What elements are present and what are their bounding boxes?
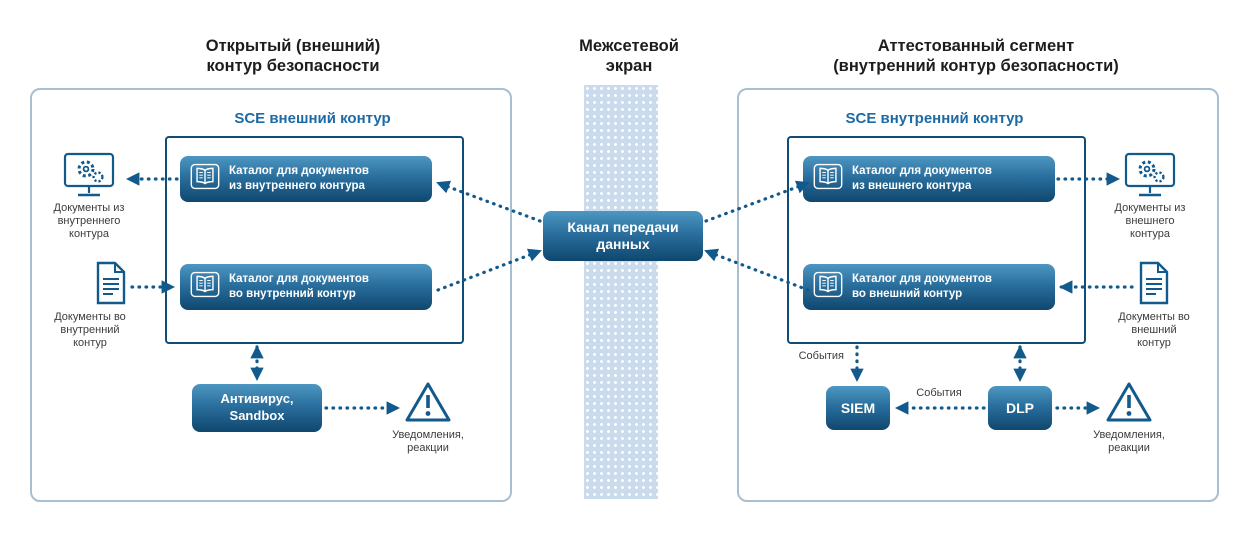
docs-from-external-label: Документы из внешнего контура	[1114, 202, 1186, 241]
catalog-from-internal: Каталог для документов из внутреннего ко…	[180, 156, 432, 202]
monitor-gear-icon	[60, 150, 118, 205]
catalog-to-external: Каталог для документов во внешний контур	[803, 264, 1055, 310]
antivirus-sandbox-box: Антивирус, Sandbox	[192, 384, 322, 432]
dlp-box: DLP	[988, 386, 1052, 430]
sce-internal-title: SCE внутренний контур	[845, 110, 1024, 127]
firewall-bar	[584, 85, 658, 499]
header-external-contour: Открытый (внешний) контур безопасности	[205, 37, 381, 76]
header-firewall: Межсетевой экран	[579, 37, 679, 76]
alerts-label-external: Уведомления, реакции	[392, 429, 464, 455]
document-icon	[1137, 261, 1171, 310]
catalog-to-external-label: Каталог для документов во внешний контур	[852, 273, 993, 300]
sce-external-title: SCE внешний контур	[234, 110, 391, 127]
catalog-to-internal: Каталог для документов во внутренний кон…	[180, 264, 432, 310]
document-icon	[94, 261, 128, 310]
open-book-icon	[813, 271, 843, 303]
warning-triangle-icon	[1105, 380, 1153, 429]
sce-internal-box	[787, 136, 1086, 344]
docs-to-external-label: Документы во внешний контур	[1118, 311, 1190, 350]
open-book-icon	[190, 163, 220, 195]
docs-from-internal-label: Документы из внутреннего контура	[53, 202, 125, 241]
docs-to-internal-label: Документы во внутренний контур	[54, 311, 126, 350]
catalog-from-internal-label: Каталог для документов из внутреннего ко…	[229, 165, 370, 192]
catalog-from-external: Каталог для документов из внешнего конту…	[803, 156, 1055, 202]
events-label-siem: События	[798, 350, 844, 362]
catalog-from-external-label: Каталог для документов из внешнего конту…	[852, 165, 993, 192]
warning-triangle-icon	[404, 380, 452, 429]
open-book-icon	[813, 163, 843, 195]
siem-box: SIEM	[826, 386, 890, 430]
open-book-icon	[190, 271, 220, 303]
monitor-gear-icon	[1121, 150, 1179, 205]
data-channel-box: Канал передачи данных	[543, 211, 703, 261]
sce-external-box	[165, 136, 464, 344]
events-label-dlp: События	[916, 387, 962, 399]
alerts-label-internal: Уведомления, реакции	[1093, 429, 1165, 455]
catalog-to-internal-label: Каталог для документов во внутренний кон…	[229, 273, 370, 300]
header-internal-contour: Аттестованный сегмент (внутренний контур…	[833, 37, 1119, 76]
